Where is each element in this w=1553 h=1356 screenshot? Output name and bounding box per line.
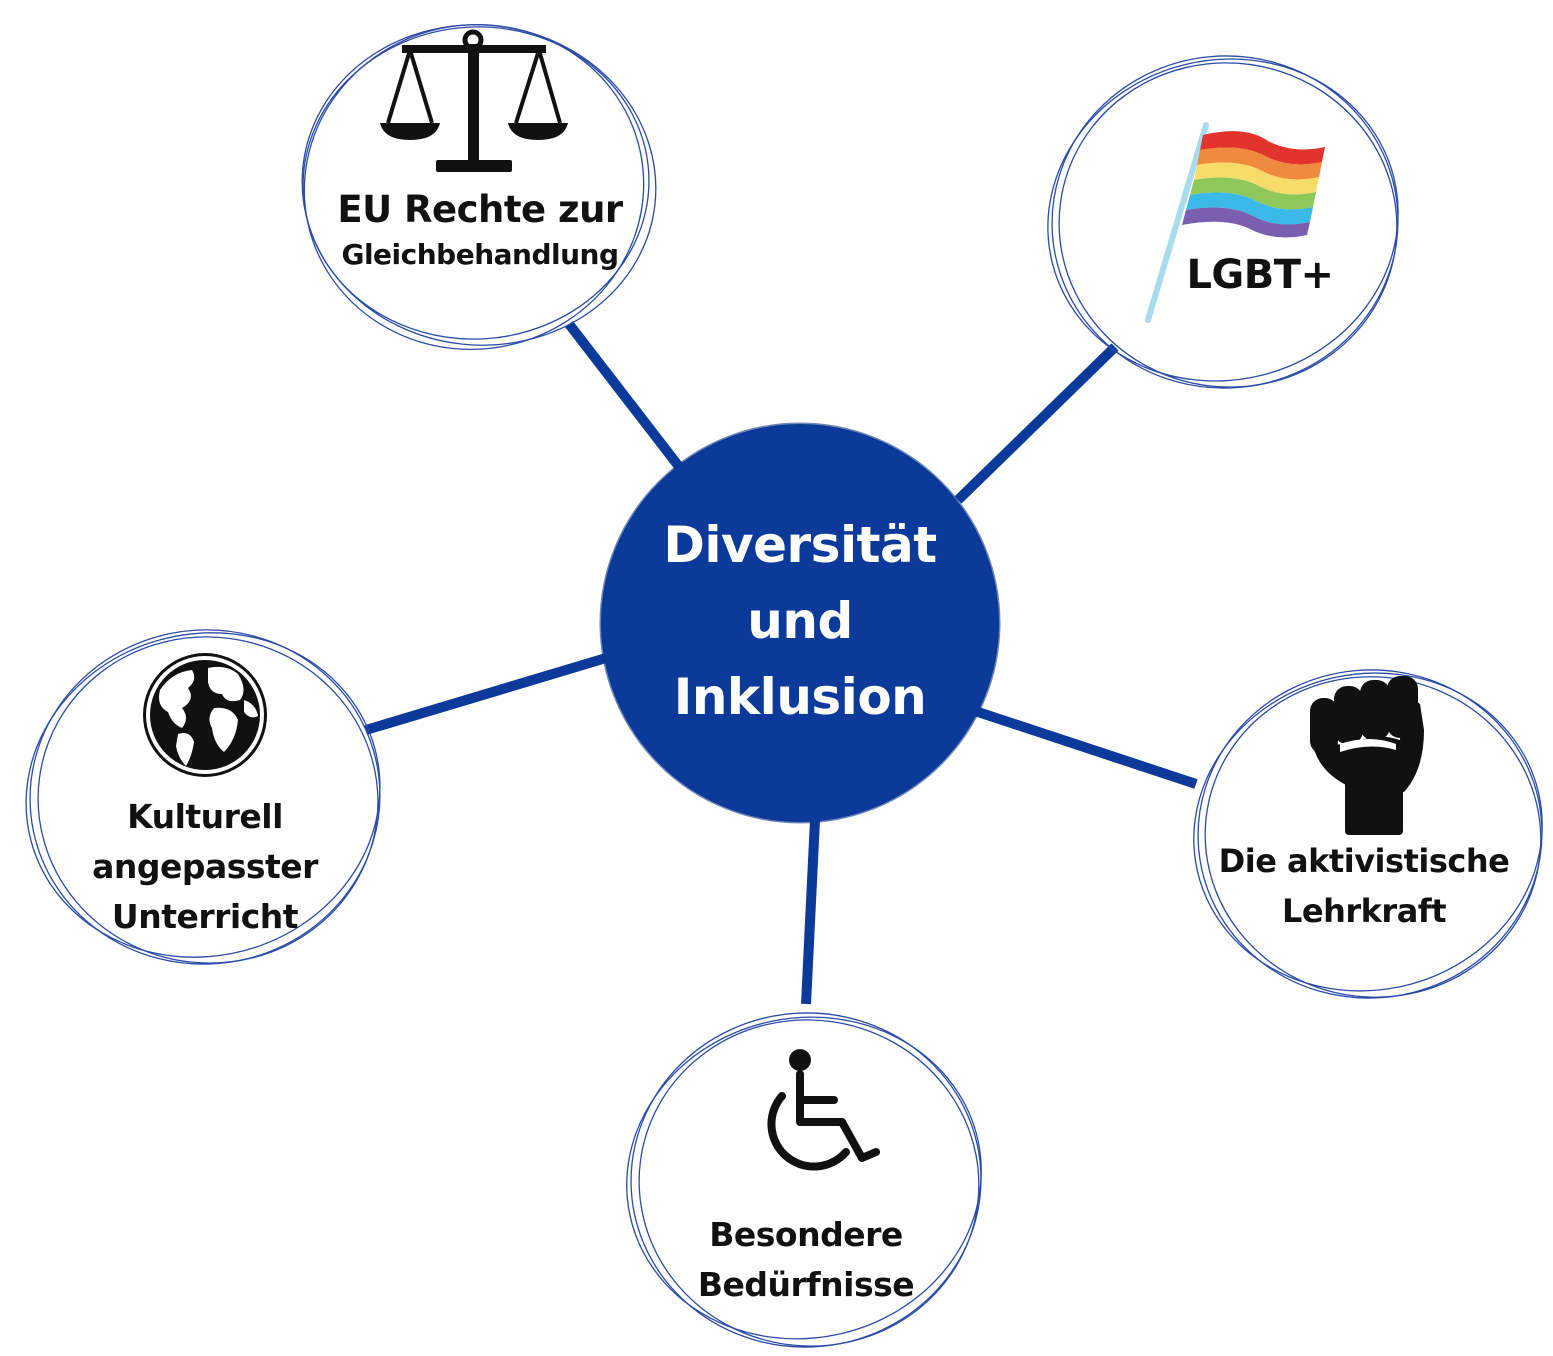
node-special-needs-label: Besondere Bedürfnisse bbox=[656, 1210, 956, 1310]
ring-special-needs bbox=[626, 1012, 982, 1348]
rainbow-flag-icon bbox=[1145, 122, 1325, 323]
connector-activist bbox=[973, 706, 1198, 789]
node-lgbt-line1: LGBT+ bbox=[1186, 252, 1334, 298]
center-title: Diversität und Inklusion bbox=[640, 507, 960, 735]
ring-culture bbox=[25, 629, 381, 965]
node-special-needs-line1: Besondere bbox=[709, 1215, 903, 1254]
center-title-line2: und bbox=[747, 592, 853, 650]
node-culture-label: Kulturell angepasster Unterricht bbox=[50, 792, 360, 942]
center-title-line3: Inklusion bbox=[673, 668, 927, 726]
node-culture-line1: Kulturell bbox=[127, 797, 283, 836]
node-activist-line2: Lehrkraft bbox=[1281, 892, 1447, 930]
connector-culture bbox=[364, 653, 608, 735]
node-culture-line2: angepasster bbox=[92, 847, 318, 886]
wheelchair-icon bbox=[767, 1049, 880, 1171]
connector-eu-rights bbox=[565, 320, 684, 472]
ring-activist bbox=[1193, 669, 1543, 999]
node-eu-rights-line1: EU Rechte zur bbox=[337, 188, 623, 231]
ring-eu-rights bbox=[301, 23, 657, 351]
node-culture-line3: Unterricht bbox=[111, 897, 299, 936]
node-eu-rights-label: EU Rechte zur Gleichbehandlung bbox=[290, 186, 670, 276]
raised-fist-icon bbox=[1310, 676, 1424, 835]
center-circle bbox=[601, 424, 999, 822]
connector-lgbt bbox=[954, 343, 1119, 504]
node-eu-rights-line2: Gleichbehandlung bbox=[341, 238, 619, 271]
center-title-line1: Diversität bbox=[663, 516, 937, 574]
scales-icon bbox=[380, 29, 568, 172]
node-activist-line1: Die aktivistische bbox=[1218, 842, 1510, 880]
globe-icon bbox=[143, 653, 267, 777]
ring-lgbt bbox=[1047, 55, 1399, 389]
node-lgbt-label: LGBT+ bbox=[1160, 250, 1360, 300]
node-special-needs-line2: Bedürfnisse bbox=[697, 1265, 915, 1304]
connector-special-needs bbox=[801, 819, 820, 1005]
node-activist-label: Die aktivistische Lehrkraft bbox=[1196, 836, 1532, 936]
